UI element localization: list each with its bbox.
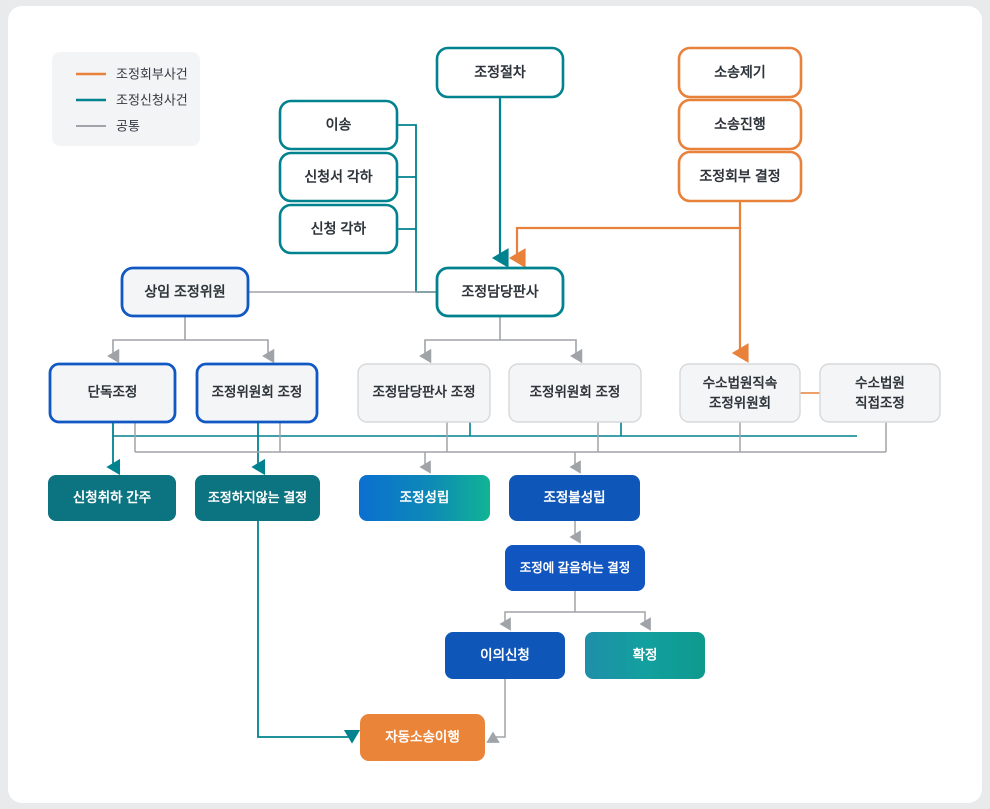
node-label: 조정위원회 조정 bbox=[212, 384, 303, 400]
edge-sangim-to-dandok bbox=[107, 316, 186, 364]
node-jojeong-hoebu[interactable]: 조정회부 결정 bbox=[677, 150, 803, 203]
edge-sangim-to-wiwonhoe bbox=[185, 339, 275, 364]
node-sincheong-chwiha[interactable]: 신청취하 간주 bbox=[48, 475, 176, 521]
node-label: 신청취하 간주 bbox=[73, 489, 151, 505]
node-label: 단독조정 bbox=[88, 384, 138, 400]
node-dandok-jojeong[interactable]: 단독조정 bbox=[48, 362, 177, 424]
node-label: 조정하지않는 결정 bbox=[208, 490, 307, 505]
node-label-line2: 직접조정 bbox=[855, 395, 905, 411]
node-label: 이의신청 bbox=[480, 647, 530, 663]
legend-item-0: 조정회부사건 bbox=[76, 66, 188, 81]
node-wiwonhoe-jojeong2[interactable]: 조정위원회 조정 bbox=[508, 363, 642, 423]
connectors bbox=[106, 97, 887, 744]
node-label: 조정담당판사 조정 bbox=[372, 384, 475, 400]
node-sincheongseo-gakha[interactable]: 신청서 각하 bbox=[278, 151, 399, 203]
node-hwakjeong[interactable]: 확정 bbox=[585, 632, 705, 679]
node-label: 자동소송이행 bbox=[385, 729, 460, 745]
node-label: 소송제기 bbox=[714, 64, 766, 80]
node-pansa-jojeong[interactable]: 조정담당판사 조정 bbox=[357, 363, 491, 423]
node-label: 소송진행 bbox=[714, 116, 766, 132]
legend-panel bbox=[52, 52, 200, 146]
node-label: 신청서 각하 bbox=[304, 169, 372, 185]
node-sosong-jegi[interactable]: 소송제기 bbox=[677, 46, 803, 99]
node-label: 조정에 갈음하는 결정 bbox=[520, 560, 630, 575]
node-label-line1: 수소법원 bbox=[855, 376, 905, 391]
node-label: 조정담당판사 bbox=[461, 284, 538, 300]
edge-pansa-to-pansajojeong bbox=[419, 316, 501, 364]
edge-pansa-to-wiwonhoe2 bbox=[500, 339, 583, 364]
edge-hoebu-to-pansa bbox=[508, 201, 742, 268]
node-uisinsincheong[interactable]: 이의신청 bbox=[445, 632, 565, 679]
nodes: 조정절차 이송 신청서 각하 신청 각하 소송제기 소송진행 bbox=[48, 46, 941, 761]
node-label: 조정위원회 조정 bbox=[530, 384, 621, 400]
edge-galeum-to-hwakjeong bbox=[575, 611, 651, 631]
node-galeumhaneun-gyeoljeong[interactable]: 조정에 갈음하는 결정 bbox=[505, 545, 645, 591]
node-label: 조정회부 결정 bbox=[699, 168, 780, 184]
edge-anhaneun-to-jadong bbox=[257, 521, 361, 744]
edge-uisin-to-jadong bbox=[486, 679, 506, 743]
legend-label: 조정회부사건 bbox=[116, 66, 188, 81]
legend-label: 공통 bbox=[116, 118, 140, 133]
node-damdang-pansa[interactable]: 조정담당판사 bbox=[435, 266, 565, 318]
edge-isong-to-pansa bbox=[397, 124, 437, 293]
node-susobeobwon-jiksok[interactable]: 수소법원직속 조정위원회 bbox=[679, 363, 801, 423]
legend: 조정회부사건 조정신청사건 공통 bbox=[52, 52, 200, 146]
node-label: 확정 bbox=[633, 647, 658, 663]
node-label-line2: 조정위원회 bbox=[709, 395, 771, 411]
node-label-line1: 수소법원직속 bbox=[703, 375, 778, 391]
legend-item-1: 조정신청사건 bbox=[76, 92, 188, 107]
node-sosong-jinhaeng[interactable]: 소송진행 bbox=[677, 98, 803, 151]
edge-galeum-to-uisin bbox=[499, 591, 576, 631]
node-label: 신청 각하 bbox=[311, 221, 367, 237]
node-sangim-wiwon[interactable]: 상임 조정위원 bbox=[120, 266, 250, 318]
node-label: 상임 조정위원 bbox=[144, 284, 225, 300]
node-jojeong-anhaneun[interactable]: 조정하지않는 결정 bbox=[195, 475, 320, 521]
node-jojeong-bulseongrip[interactable]: 조정불성립 bbox=[509, 475, 640, 521]
node-label: 조정성립 bbox=[400, 489, 450, 505]
node-jojeong-jeolcha[interactable]: 조정절차 bbox=[435, 46, 565, 99]
node-sincheong-gakha[interactable]: 신청 각하 bbox=[278, 203, 399, 255]
node-label: 조정불성립 bbox=[543, 489, 605, 505]
node-label: 조정절차 bbox=[474, 64, 526, 80]
legend-item-2: 공통 bbox=[76, 118, 140, 133]
node-wiwonhoe-jojeong[interactable]: 조정위원회 조정 bbox=[195, 362, 319, 424]
legend-label: 조정신청사건 bbox=[116, 92, 188, 107]
node-label: 이송 bbox=[326, 117, 352, 133]
node-jojeong-seongrip[interactable]: 조정성립 bbox=[359, 475, 490, 521]
node-isong[interactable]: 이송 bbox=[278, 99, 399, 151]
node-jadong-sosong[interactable]: 자동소송이행 bbox=[360, 714, 485, 761]
node-susobeobwon-jikjeop[interactable]: 수소법원 직접조정 bbox=[819, 363, 941, 423]
